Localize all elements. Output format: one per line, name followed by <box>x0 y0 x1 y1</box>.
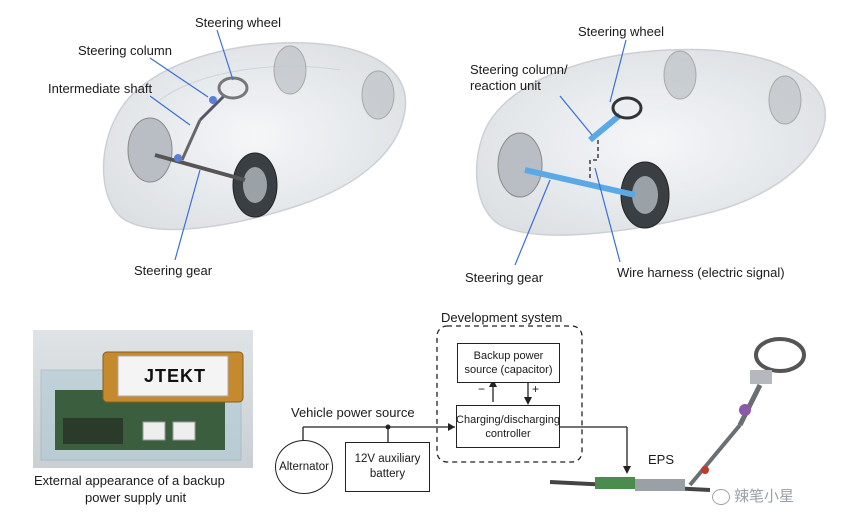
backup-caption-line2: power supply unit <box>85 490 187 505</box>
alternator-label: Alternator <box>279 460 329 473</box>
backup-power-line2: source (capacitor) <box>464 364 553 376</box>
backup-power-unit-photo: JTEKT <box>33 330 253 468</box>
eps-label: EPS <box>648 452 675 467</box>
development-system-title: Development system <box>441 310 563 325</box>
backup-caption-line1: External appearance of a backup <box>34 473 225 488</box>
watermark: 辣笔小星 <box>712 485 794 506</box>
eps-assembly-illustration <box>540 330 840 520</box>
label-steering-column-left: Steering column <box>78 43 172 58</box>
label-intermediate-shaft: Intermediate shaft <box>48 81 153 96</box>
jtekt-logo: JTEKT <box>143 366 206 386</box>
plus-terminal: + <box>532 382 540 396</box>
backup-power-line1: Backup power <box>473 350 544 362</box>
charging-controller-box: Charging/discharging controller <box>456 405 560 448</box>
controller-line1: Charging/discharging <box>456 413 560 426</box>
label-steering-gear-left: Steering gear <box>134 263 213 278</box>
label-steering-gear-right: Steering gear <box>465 270 544 285</box>
battery-label-line1: 12V auxiliary <box>354 453 421 465</box>
minus-terminal: − <box>478 382 486 396</box>
backup-power-source-box: Backup power source (capacitor) <box>457 343 560 383</box>
label-wire-harness: Wire harness (electric signal) <box>617 265 785 280</box>
label-steering-wheel-right: Steering wheel <box>578 24 664 39</box>
battery-label-line2: battery <box>369 468 406 480</box>
controller-line2: controller <box>485 427 531 440</box>
right-car-illustration <box>430 0 850 290</box>
label-steering-wheel-left: Steering wheel <box>195 15 281 30</box>
vehicle-power-source-label: Vehicle power source <box>291 405 415 420</box>
label-steering-column-reaction-line1: Steering column/ <box>470 62 568 77</box>
watermark-text: 辣笔小星 <box>734 488 795 505</box>
left-car-illustration <box>0 0 430 290</box>
auxiliary-battery-box: 12V auxiliary battery <box>345 442 430 492</box>
wechat-icon <box>712 489 730 506</box>
label-steering-column-reaction-line2: reaction unit <box>470 78 541 93</box>
alternator-node: Alternator <box>275 440 333 494</box>
